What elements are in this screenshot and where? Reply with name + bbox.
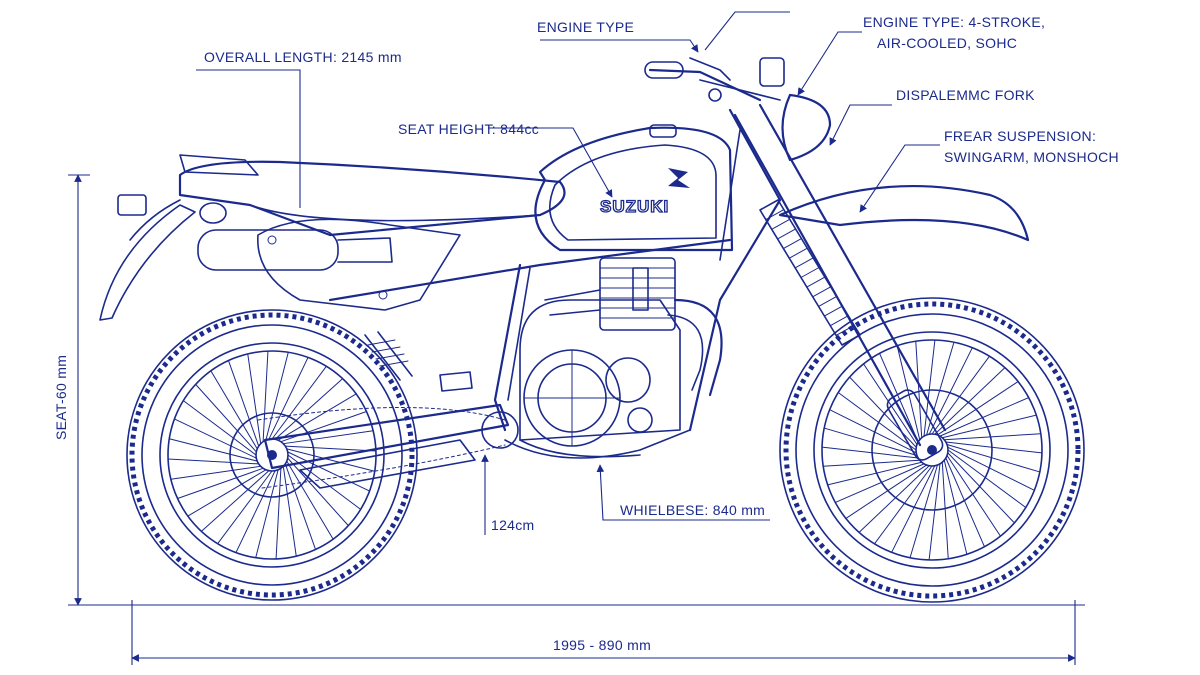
engine-type-label-line2: AIR-COOLED, SOHC	[877, 35, 1017, 51]
rear-shock	[364, 331, 413, 381]
bottom-dimension-label: 1995 - 890 mm	[553, 637, 651, 653]
footpeg	[439, 371, 473, 392]
fork-gaiter-ribs	[759, 199, 861, 346]
luggage-rack	[179, 154, 259, 176]
ground-clearance-label: 124cm	[491, 517, 535, 533]
front-spokes	[821, 339, 1043, 561]
leader-lines	[196, 11, 940, 535]
seat	[178, 160, 566, 237]
fuel-cap	[649, 124, 677, 138]
seat-vertical-dimension-label: SEAT-60 mm	[53, 355, 69, 440]
engine-type-label-line1: ENGINE TYPE: 4-STROKE,	[863, 14, 1045, 30]
rear-suspension-label-line1: FREAR SUSPENSION:	[944, 128, 1096, 144]
rear-wheel	[126, 309, 418, 601]
fuel-tank: SUZUKI	[534, 124, 734, 252]
speedometer	[759, 57, 785, 87]
headlight	[781, 93, 832, 162]
overall-length-label: OVERALL LENGTH: 2145 mm	[204, 49, 402, 65]
exhaust	[197, 229, 723, 397]
front-wheel	[779, 297, 1085, 603]
front-brake-disc	[871, 389, 993, 511]
rear-fender	[99, 154, 259, 321]
engine-cylinder	[599, 257, 676, 331]
muffler	[197, 229, 339, 271]
seat-height-label: SEAT HEIGHT: 844cc	[398, 121, 539, 137]
displacement-fork-label: DISPALEMMC FORK	[896, 87, 1035, 103]
turn-signal	[199, 202, 227, 224]
rear-spokes	[167, 350, 377, 560]
brand-emblem-icon	[668, 168, 690, 188]
dimension-lines	[68, 174, 1085, 665]
tail-light	[117, 194, 147, 216]
side-panel	[257, 218, 461, 311]
engine-type-short-label: ENGINE TYPE	[537, 19, 634, 35]
rear-brake-disc	[229, 412, 315, 498]
front-fender	[778, 185, 1030, 242]
wheelbase-label: WHIELBESE: 840 mm	[620, 502, 765, 518]
tank-brand: SUZUKI	[600, 197, 669, 216]
handle-grip	[644, 61, 684, 79]
rear-suspension-label-line2: SWINGARM, MONSHOCH	[944, 149, 1119, 165]
engine	[519, 257, 681, 458]
cockpit	[644, 57, 832, 162]
front-fork	[733, 103, 947, 461]
